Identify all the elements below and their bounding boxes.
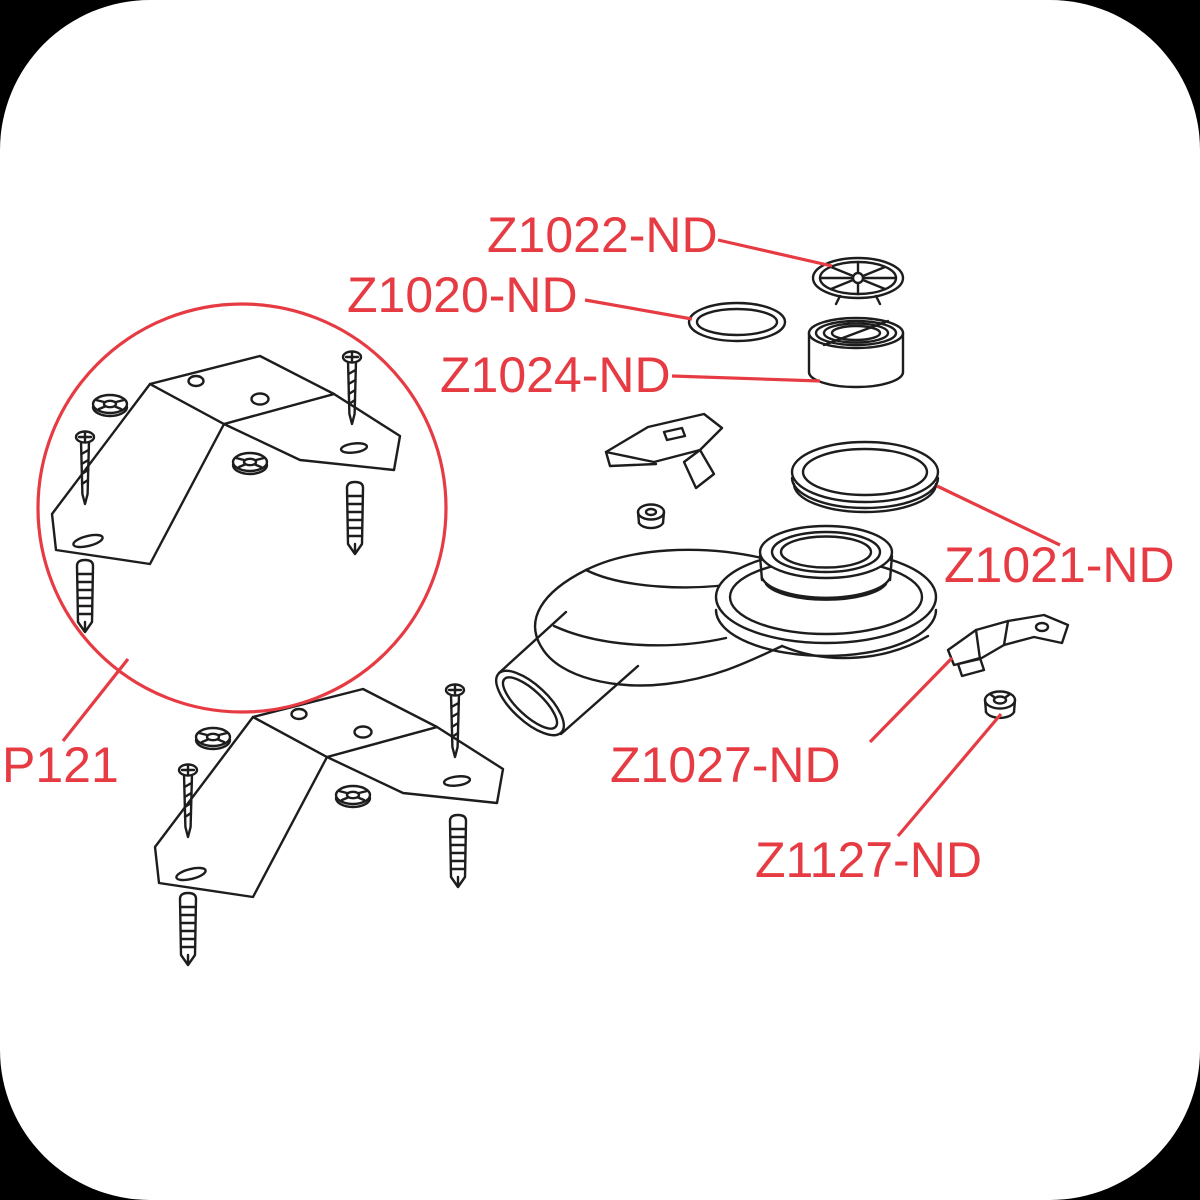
push-nut xyxy=(231,451,269,476)
leader-z1027 xyxy=(868,656,954,744)
leader-z1021 xyxy=(936,484,1061,547)
wall-plug xyxy=(75,558,95,634)
bracket-assembly-circled xyxy=(50,350,402,634)
insert-cartridge-part xyxy=(807,316,905,389)
oring-part xyxy=(687,301,787,343)
label-z1024: Z1024-ND xyxy=(440,347,671,403)
label-z1127: Z1127-ND xyxy=(755,832,982,888)
side-bracket-part xyxy=(946,613,1070,678)
leader-lines xyxy=(61,238,1061,838)
label-z1021: Z1021-ND xyxy=(944,537,1175,593)
label-p121: P121 xyxy=(2,737,119,793)
sealing-ring-part xyxy=(790,440,940,514)
wall-plug xyxy=(345,480,365,556)
leader-p121 xyxy=(61,658,130,742)
highlight-circle xyxy=(36,302,448,714)
leader-z1127 xyxy=(896,712,1003,838)
drain-body-part xyxy=(495,524,938,737)
leader-z1020 xyxy=(584,298,693,321)
label-z1022: Z1022-ND xyxy=(487,207,718,263)
trap-nut-part xyxy=(983,690,1017,720)
leader-z1022 xyxy=(717,238,833,268)
label-z1027: Z1027-ND xyxy=(610,737,841,793)
leader-z1024 xyxy=(671,374,821,383)
strainer-grate-part xyxy=(811,256,905,306)
mounting-clamp-part xyxy=(604,412,724,530)
label-z1020: Z1020-ND xyxy=(347,267,578,323)
push-nut xyxy=(91,393,129,418)
